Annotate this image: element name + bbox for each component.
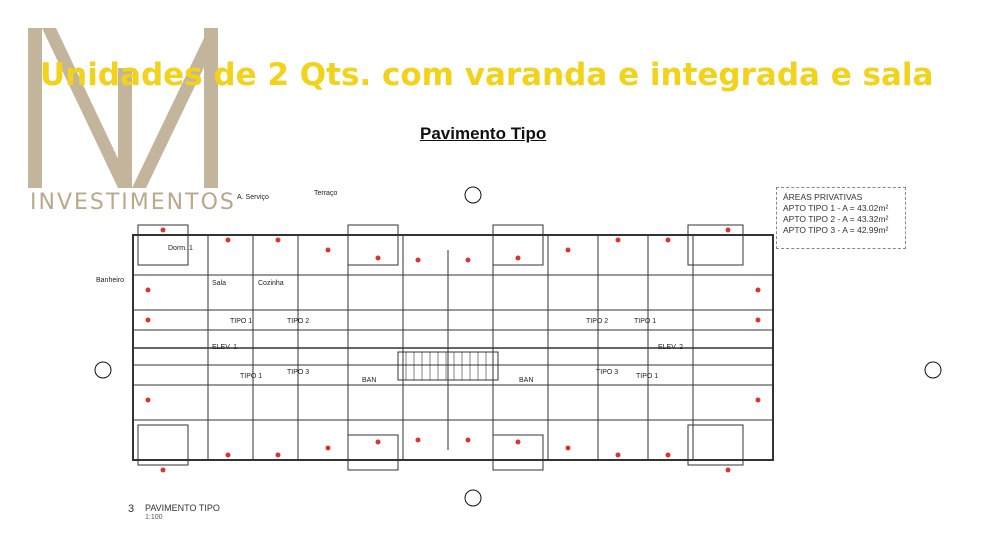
label-cozinha: Cozinha [258,280,284,287]
label-tipo3-l: TIPO 3 [287,369,310,376]
label-tipo1-bl: TIPO 1 [240,373,263,380]
label-dorm: Dorm. 1 [168,245,193,252]
areas-line: APTO TIPO 3 - A = 42.99m² [783,225,889,235]
label-ban-l: BAN [362,377,377,384]
label-tipo2-left: TIPO 2 [287,318,310,325]
label-tipo1-left: TIPO 1 [230,318,253,325]
label-tipo2-right: TIPO 2 [586,318,609,325]
footer-number: 3 [128,503,135,515]
label-tipo1-br: TIPO 1 [636,373,659,380]
label-ban-r: BAN [519,377,534,384]
footer-scale: 1:100 [145,514,163,521]
areas-title: ÁREAS PRIVATIVAS [783,192,863,202]
areas-line: APTO TIPO 2 - A = 43.32m² [783,214,889,224]
label-terraco: Terraço [314,190,338,197]
label-aservico: A. Serviço [237,194,269,201]
logo-text: INVESTIMENTOS [30,190,236,215]
footer-title: PAVIMENTO TIPO [145,503,220,513]
label-banheiro: Banheiro [96,277,125,284]
label-elev1: ELEV. 1 [212,344,238,351]
areas-line: APTO TIPO 1 - A = 43.02m² [783,203,889,213]
label-tipo3-r: TIPO 3 [596,369,619,376]
page-headline: Unidades de 2 Qts. com varanda e integra… [40,57,934,93]
floor-plan [94,186,942,507]
page-subtitle: Pavimento Tipo [420,124,547,143]
label-tipo1-right: TIPO 1 [634,318,657,325]
logo-mark [28,28,218,188]
label-elev2: ELEV. 2 [658,344,684,351]
areas-legend: ÁREAS PRIVATIVAS APTO TIPO 1 - A = 43.02… [776,187,906,249]
label-sala: Sala [212,280,227,287]
